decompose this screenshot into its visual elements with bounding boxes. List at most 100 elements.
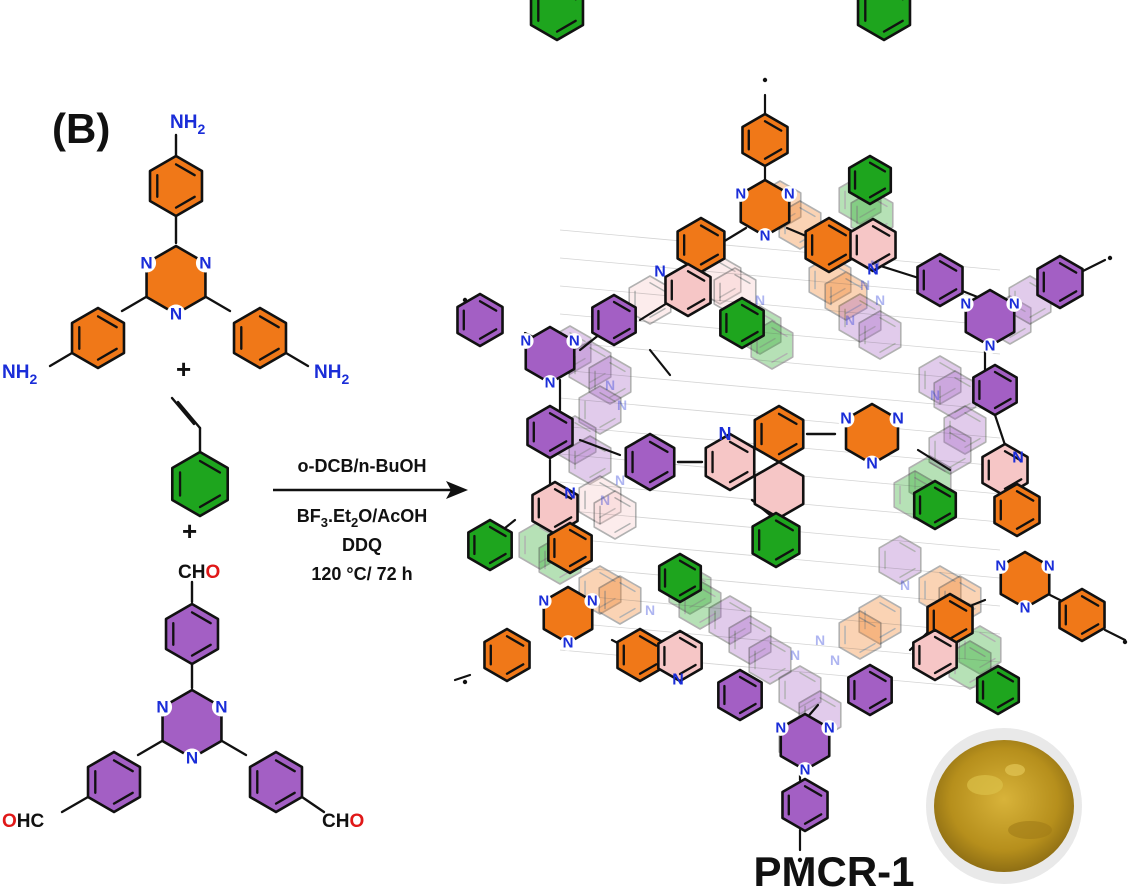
n-atom-backdrop (1017, 600, 1033, 616)
amine-ring-right (232, 306, 288, 370)
n-atom-backdrop (732, 186, 749, 202)
framework-lattice-line (559, 341, 1001, 383)
center-amine-ring (753, 404, 805, 464)
framework-lattice-line (559, 285, 1001, 327)
aldehyde-ring-left (86, 750, 142, 814)
bond (284, 351, 310, 368)
styrene-ring (170, 450, 230, 518)
framework-layer-nitrogen: N (900, 577, 910, 593)
n-atom-backdrop (757, 228, 773, 244)
framework-layer-ring (858, 310, 902, 360)
framework-amine-ring (993, 482, 1041, 538)
triazine-nitrogen-label: N (892, 411, 904, 428)
triazine-nitrogen-label: N (1044, 558, 1055, 575)
amine-top-label: NH2 (170, 112, 205, 137)
triazine-nitrogen-label: N (569, 333, 580, 350)
bond (176, 400, 202, 430)
framework-layer-ring (708, 595, 752, 645)
framework-layer-ring (728, 615, 772, 665)
center-styrene-ring (751, 511, 801, 569)
framework-layer-nitrogen: N (790, 647, 800, 663)
framework-amine-ring (547, 521, 593, 575)
framework-layer-ring (943, 405, 987, 455)
aldehyde-ring-top (164, 602, 220, 666)
molecule-rings (70, 0, 1106, 833)
framework-styrene-ring (975, 664, 1021, 716)
amine-left-label: NH2 (2, 362, 37, 387)
bond (48, 351, 74, 368)
aldehyde-ring-right (248, 750, 304, 814)
framework-layer-ring (918, 355, 962, 405)
framework-bond (648, 348, 672, 377)
center-quinoline-nitrogen: N (719, 424, 732, 444)
framework-layer-nitrogen: N (845, 312, 855, 328)
triazine-nitrogen-label: N (170, 305, 182, 324)
conditions-reagents: BF3.Et2O/AcOH (297, 506, 428, 530)
triazine-nitrogen-label: N (140, 254, 152, 273)
chain-end-marker (1107, 255, 1113, 261)
conditions-oxidant: DDQ (342, 535, 382, 555)
framework-layer-ring (588, 355, 632, 405)
framework-amine-ring (676, 216, 726, 274)
plus-sign-2: + (182, 516, 197, 546)
framework-layer-ring (578, 475, 622, 525)
n-atom-backdrop (957, 296, 974, 312)
framework-quinoline-nitrogen: N (564, 486, 576, 503)
triazine-nitrogen-label: N (199, 254, 211, 273)
triazine-nitrogen-label: N (215, 698, 227, 717)
framework-amine-ring (804, 216, 854, 274)
framework-layer-ring (928, 425, 972, 475)
framework-layer-nitrogen: N (870, 257, 880, 273)
framework-layer-ring (568, 340, 612, 390)
triazine-nitrogen-label: N (995, 558, 1006, 575)
panel-label: (B) (52, 105, 110, 152)
framework-quinoline-nitrogen: N (867, 262, 879, 279)
framework-layer-nitrogen: N (815, 632, 825, 648)
n-atom-backdrop (535, 593, 552, 609)
n-atom-backdrop (1006, 296, 1023, 312)
styrene-ring-top-left-partial (529, 0, 585, 42)
framework-layer-ring (878, 535, 922, 585)
framework-styrene-ring (912, 479, 958, 531)
framework-layer-ring (838, 293, 882, 343)
product-name: PMCR-1 (753, 848, 914, 895)
framework-layer-nitrogen: N (600, 492, 610, 508)
n-atom-backdrop (195, 253, 215, 273)
aldehyde-top-label: CHO (178, 562, 220, 583)
triazine-nitrogen-label: N (186, 749, 198, 768)
n-atom-backdrop (153, 697, 173, 717)
framework-bond (916, 448, 952, 472)
n-atom-backdrop (797, 762, 813, 778)
triazine-nitrogen-label: N (538, 593, 549, 610)
framework-bond (578, 438, 622, 457)
framework-layer-ring (778, 665, 822, 715)
n-atom-backdrop (566, 333, 583, 349)
amine-ring-left (70, 306, 126, 370)
n-atom-backdrop (584, 593, 601, 609)
triazine-nitrogen-label: N (587, 593, 598, 610)
framework-lattice-line (559, 369, 1001, 411)
triazine-nitrogen-label: N (545, 375, 556, 392)
triazine-nitrogen-label: N (520, 333, 531, 350)
triazine-nitrogen-label: N (800, 762, 811, 779)
framework-quinoline-nitrogen: N (672, 672, 684, 689)
framework-aldehyde-ring-bottom (781, 777, 829, 833)
framework-lattice-line (559, 565, 1001, 607)
triazine-nitrogen-label: N (735, 186, 746, 203)
product-powder-photo (926, 728, 1082, 884)
framework-layer-ring (858, 595, 902, 645)
triazine-nitrogen-label: N (840, 411, 852, 428)
framework-layer-nitrogen: N (930, 387, 940, 403)
conditions-temperature-time: 120 °C/ 72 h (311, 564, 412, 584)
framework-bond (453, 673, 472, 682)
n-atom-backdrop (137, 253, 157, 273)
framework-layer-ring (593, 490, 637, 540)
svg-text:NH2: NH2 (2, 362, 37, 387)
framework-layer-ring (748, 635, 792, 685)
aldehyde-left-label: OHC (2, 811, 45, 832)
framework-aldehyde-ring (847, 663, 893, 717)
framework-aldehyde-ring (1036, 254, 1084, 310)
n-atom-backdrop (1041, 558, 1058, 574)
